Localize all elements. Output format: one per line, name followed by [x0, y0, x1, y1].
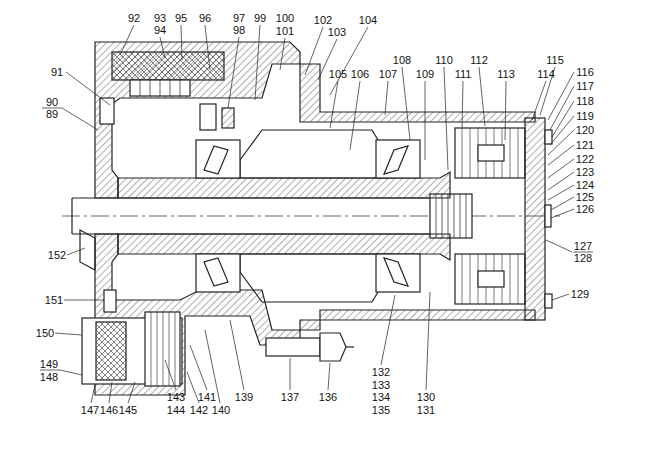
callout-number: 112 — [470, 54, 488, 66]
callout-number: 135 — [372, 404, 390, 416]
callout-number: 100 — [276, 12, 294, 24]
callout-number: 127 — [574, 240, 592, 252]
callout-number: 143 — [167, 391, 185, 403]
callout-number: 132 — [372, 366, 390, 378]
callout-number: 118 — [576, 95, 594, 107]
callout-number: 121 — [576, 139, 594, 151]
callout-number: 99 — [254, 12, 266, 24]
callout-number: 134 — [372, 391, 390, 403]
callout-number: 97 — [233, 12, 245, 24]
callout-number: 152 — [48, 249, 66, 261]
callout-number: 109 — [416, 68, 434, 80]
callout-number: 145 — [119, 404, 137, 416]
callout-number: 93 — [154, 12, 166, 24]
callout-number: 120 — [576, 124, 594, 136]
callout-number: 144 — [167, 404, 185, 416]
callout-number: 115 — [546, 54, 564, 66]
callout-number: 128 — [574, 252, 592, 264]
callout-number: 124 — [576, 179, 594, 191]
callout-number: 89 — [46, 108, 58, 120]
callout-number: 110 — [435, 54, 453, 66]
callout-number: 151 — [45, 294, 63, 306]
callout-number: 117 — [576, 80, 594, 92]
callout-number: 105 — [329, 68, 347, 80]
callout-number: 111 — [455, 68, 472, 80]
callout-number: 141 — [198, 391, 216, 403]
callout-number: 95 — [175, 12, 187, 24]
callout-number: 149 — [40, 358, 58, 370]
callout-number: 101 — [276, 25, 294, 37]
callout-number: 146 — [100, 404, 118, 416]
callout-number: 123 — [576, 166, 594, 178]
callout-number: 116 — [576, 66, 594, 78]
callout-number: 104 — [359, 14, 377, 26]
callout-number: 113 — [497, 68, 515, 80]
callout-number: 107 — [379, 68, 397, 80]
callout-number: 142 — [190, 404, 208, 416]
callout-number: 90 — [46, 96, 58, 108]
callout-number: 108 — [393, 54, 411, 66]
callout-number: 96 — [199, 12, 211, 24]
callout-number: 129 — [571, 288, 589, 300]
callout-number: 122 — [576, 153, 594, 165]
callout-number: 114 — [537, 68, 555, 80]
callout-number: 126 — [576, 203, 594, 215]
callout-number: 91 — [51, 66, 63, 78]
callout-number: 102 — [314, 14, 332, 26]
callout-number: 133 — [372, 379, 390, 391]
callout-number: 98 — [233, 24, 245, 36]
callout-number: 136 — [319, 391, 337, 403]
callout-number: 131 — [417, 404, 435, 416]
callout-number: 130 — [417, 391, 435, 403]
callout-number: 94 — [154, 24, 166, 36]
callout-number: 137 — [281, 391, 299, 403]
callout-number: 92 — [128, 12, 140, 24]
callout-number: 119 — [576, 110, 594, 122]
callout-number: 147 — [81, 404, 99, 416]
callout-number: 125 — [576, 191, 594, 203]
callout-number: 150 — [36, 327, 54, 339]
callout-number: 106 — [351, 68, 369, 80]
callout-number: 140 — [212, 404, 230, 416]
callout-number: 148 — [40, 371, 58, 383]
callout-number: 139 — [235, 391, 253, 403]
callout-number: 103 — [328, 26, 346, 38]
